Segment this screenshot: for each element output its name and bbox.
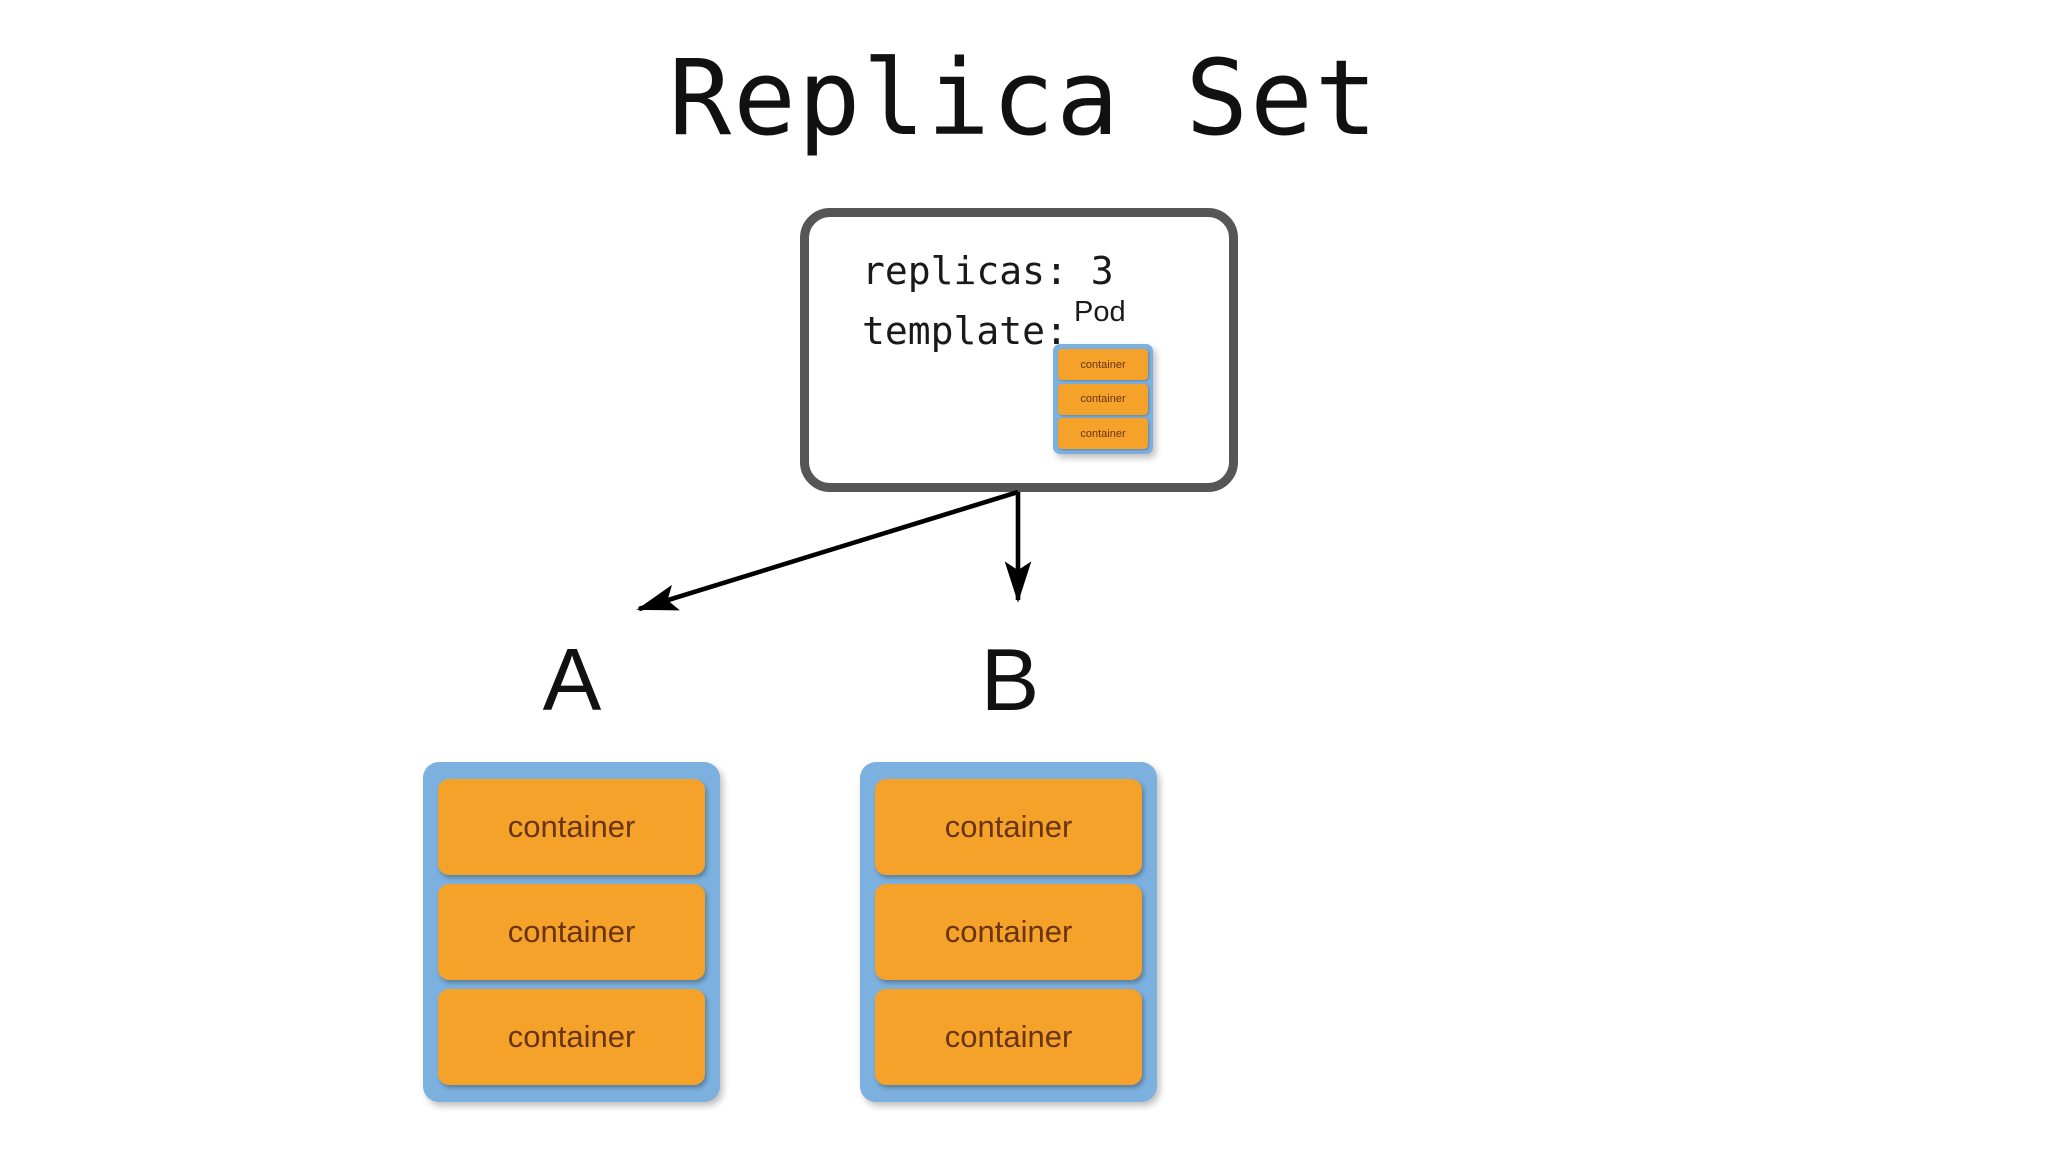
replica-label-b: B xyxy=(980,630,1040,729)
spec-template-line: template: xyxy=(862,309,1068,353)
replica-b-container: container xyxy=(875,989,1142,1085)
replica-pod-a: container container container xyxy=(423,762,720,1102)
arrow-to-replica-a xyxy=(636,489,1019,612)
template-pod-container: container xyxy=(1058,349,1148,380)
template-pod-container: container xyxy=(1058,418,1148,449)
replica-b-container: container xyxy=(875,884,1142,980)
template-pod-container: container xyxy=(1058,383,1148,415)
replica-a-container: container xyxy=(438,884,705,980)
replica-a-container: container xyxy=(438,779,705,875)
page-title: Replica Set xyxy=(668,37,1380,159)
replica-label-a: A xyxy=(542,630,602,729)
template-pod-label: Pod xyxy=(1074,296,1126,328)
replica-b-container: container xyxy=(875,779,1142,875)
replica-pod-b: container container container xyxy=(860,762,1157,1102)
replica-a-container: container xyxy=(438,989,705,1085)
spec-replicas-line: replicas: 3 xyxy=(862,249,1114,293)
template-pod: container container container xyxy=(1053,344,1153,454)
replicaset-spec-box: replicas: 3 template: xyxy=(800,208,1238,492)
